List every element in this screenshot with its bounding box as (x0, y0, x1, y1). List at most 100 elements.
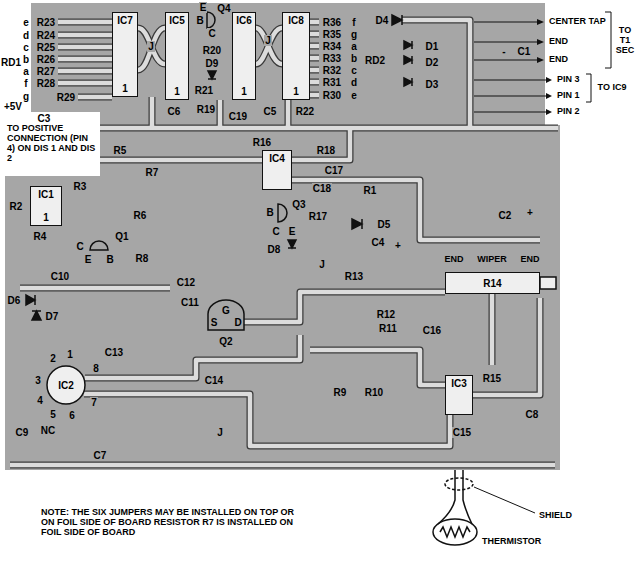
pin-number: 1 (66, 349, 74, 360)
part-label: C2 (498, 210, 513, 221)
part-label: C7 (93, 450, 108, 461)
pin-one-mark: 1 (174, 86, 180, 97)
pin-one-mark: 1 (43, 212, 49, 223)
part-label: Q4 (216, 3, 231, 14)
part-label: C6 (167, 106, 182, 117)
part-label: G (221, 305, 231, 316)
cable-shield (445, 478, 473, 490)
part-label: e (350, 90, 358, 101)
part-label: D7 (45, 311, 60, 322)
leader-arrowhead (537, 57, 544, 63)
part-label: RD1 (0, 57, 22, 68)
diode-symbol (26, 295, 35, 305)
potentiometer-body: R14 (445, 272, 540, 294)
leader-line (474, 96, 546, 97)
diode-symbol (404, 56, 412, 64)
copper-trace (473, 298, 540, 395)
thermistor-group (433, 470, 477, 545)
part-label: J (264, 35, 272, 46)
part-label: D9 (205, 58, 220, 69)
part-label: g (350, 29, 358, 40)
part-label: f (351, 17, 356, 28)
part-label: Q1 (114, 231, 129, 242)
part-label: J (147, 41, 155, 52)
part-label: D6 (7, 295, 22, 306)
pin-one-mark: 1 (293, 86, 299, 97)
part-label: R36 (322, 17, 342, 28)
part-label: Q2 (218, 336, 233, 347)
diode-symbol (208, 71, 216, 79)
part-label: C8 (525, 409, 540, 420)
part-label: + (394, 240, 402, 251)
ic-package: IC4 (262, 150, 292, 190)
part-label: d (350, 77, 358, 88)
part-label: C3 (37, 113, 52, 124)
part-label: c (350, 65, 358, 76)
pin-number: 4 (36, 395, 44, 406)
part-label: R34 (322, 41, 342, 52)
thermistor-symbol (440, 527, 470, 537)
part-label: J (318, 259, 326, 270)
part-label: E (84, 254, 93, 265)
diode-symbol (404, 78, 412, 86)
part-label: R15 (482, 373, 502, 384)
part-label: R27 (36, 66, 56, 77)
part-label: R5 (113, 145, 128, 156)
part-label: END (443, 255, 464, 265)
transistor-outline (207, 12, 215, 28)
part-label: C17 (324, 165, 344, 176)
part-label: C11 (180, 297, 200, 308)
part-label: END (548, 55, 569, 65)
part-label: D4 (375, 15, 390, 26)
part-label: NC (40, 425, 56, 436)
part-label: C9 (15, 427, 30, 438)
transistor-outline (208, 300, 244, 330)
part-label: R32 (322, 65, 342, 76)
part-label: D2 (425, 57, 440, 68)
part-label: IC2 (58, 380, 74, 391)
part-label: PIN 2 (556, 107, 581, 117)
part-label: R24 (36, 30, 56, 41)
pin-number: 2 (49, 353, 57, 364)
part-label: R35 (322, 29, 342, 40)
part-label: B (265, 207, 274, 218)
part-label: R25 (36, 42, 56, 53)
thermistor-body (433, 519, 477, 545)
ic-package: IC81 (282, 12, 310, 100)
part-label: R3 (73, 181, 88, 192)
pin-number: 3 (34, 375, 42, 386)
transistor-group (90, 12, 287, 330)
part-label: R13 (344, 271, 364, 282)
part-label: C16 (422, 325, 442, 336)
part-label: R4 (33, 231, 48, 242)
part-label: R17 (308, 211, 328, 222)
part-label: C13 (104, 347, 124, 358)
leader-group (474, 12, 611, 513)
part-label: R30 (322, 90, 342, 101)
copper-trace (85, 335, 300, 378)
part-label: C5 (263, 106, 278, 117)
part-label: PIN 1 (556, 91, 581, 101)
pin-number: 6 (68, 410, 76, 421)
part-label: IC3 (451, 378, 467, 389)
arrowhead-group (537, 19, 552, 115)
part-label: +5V (3, 101, 23, 112)
part-label: b (22, 54, 30, 65)
leader-line (474, 487, 535, 513)
note-text: NOTE: THE SIX JUMPERS MAY BE INSTALLED O… (40, 508, 304, 538)
part-label: R10 (364, 387, 384, 398)
leader-arrowhead (537, 39, 544, 45)
cable-wire (463, 470, 472, 524)
pin-one-mark: 1 (122, 83, 128, 94)
part-label: END (519, 255, 540, 265)
circuit-board (5, 3, 560, 470)
diode-symbol (404, 41, 412, 49)
part-label: C1 (517, 46, 532, 57)
leader-line (474, 80, 546, 81)
part-label: B (105, 254, 114, 265)
part-label: R8 (135, 253, 150, 264)
part-label: R23 (36, 17, 56, 28)
part-label: C19 (228, 111, 248, 122)
